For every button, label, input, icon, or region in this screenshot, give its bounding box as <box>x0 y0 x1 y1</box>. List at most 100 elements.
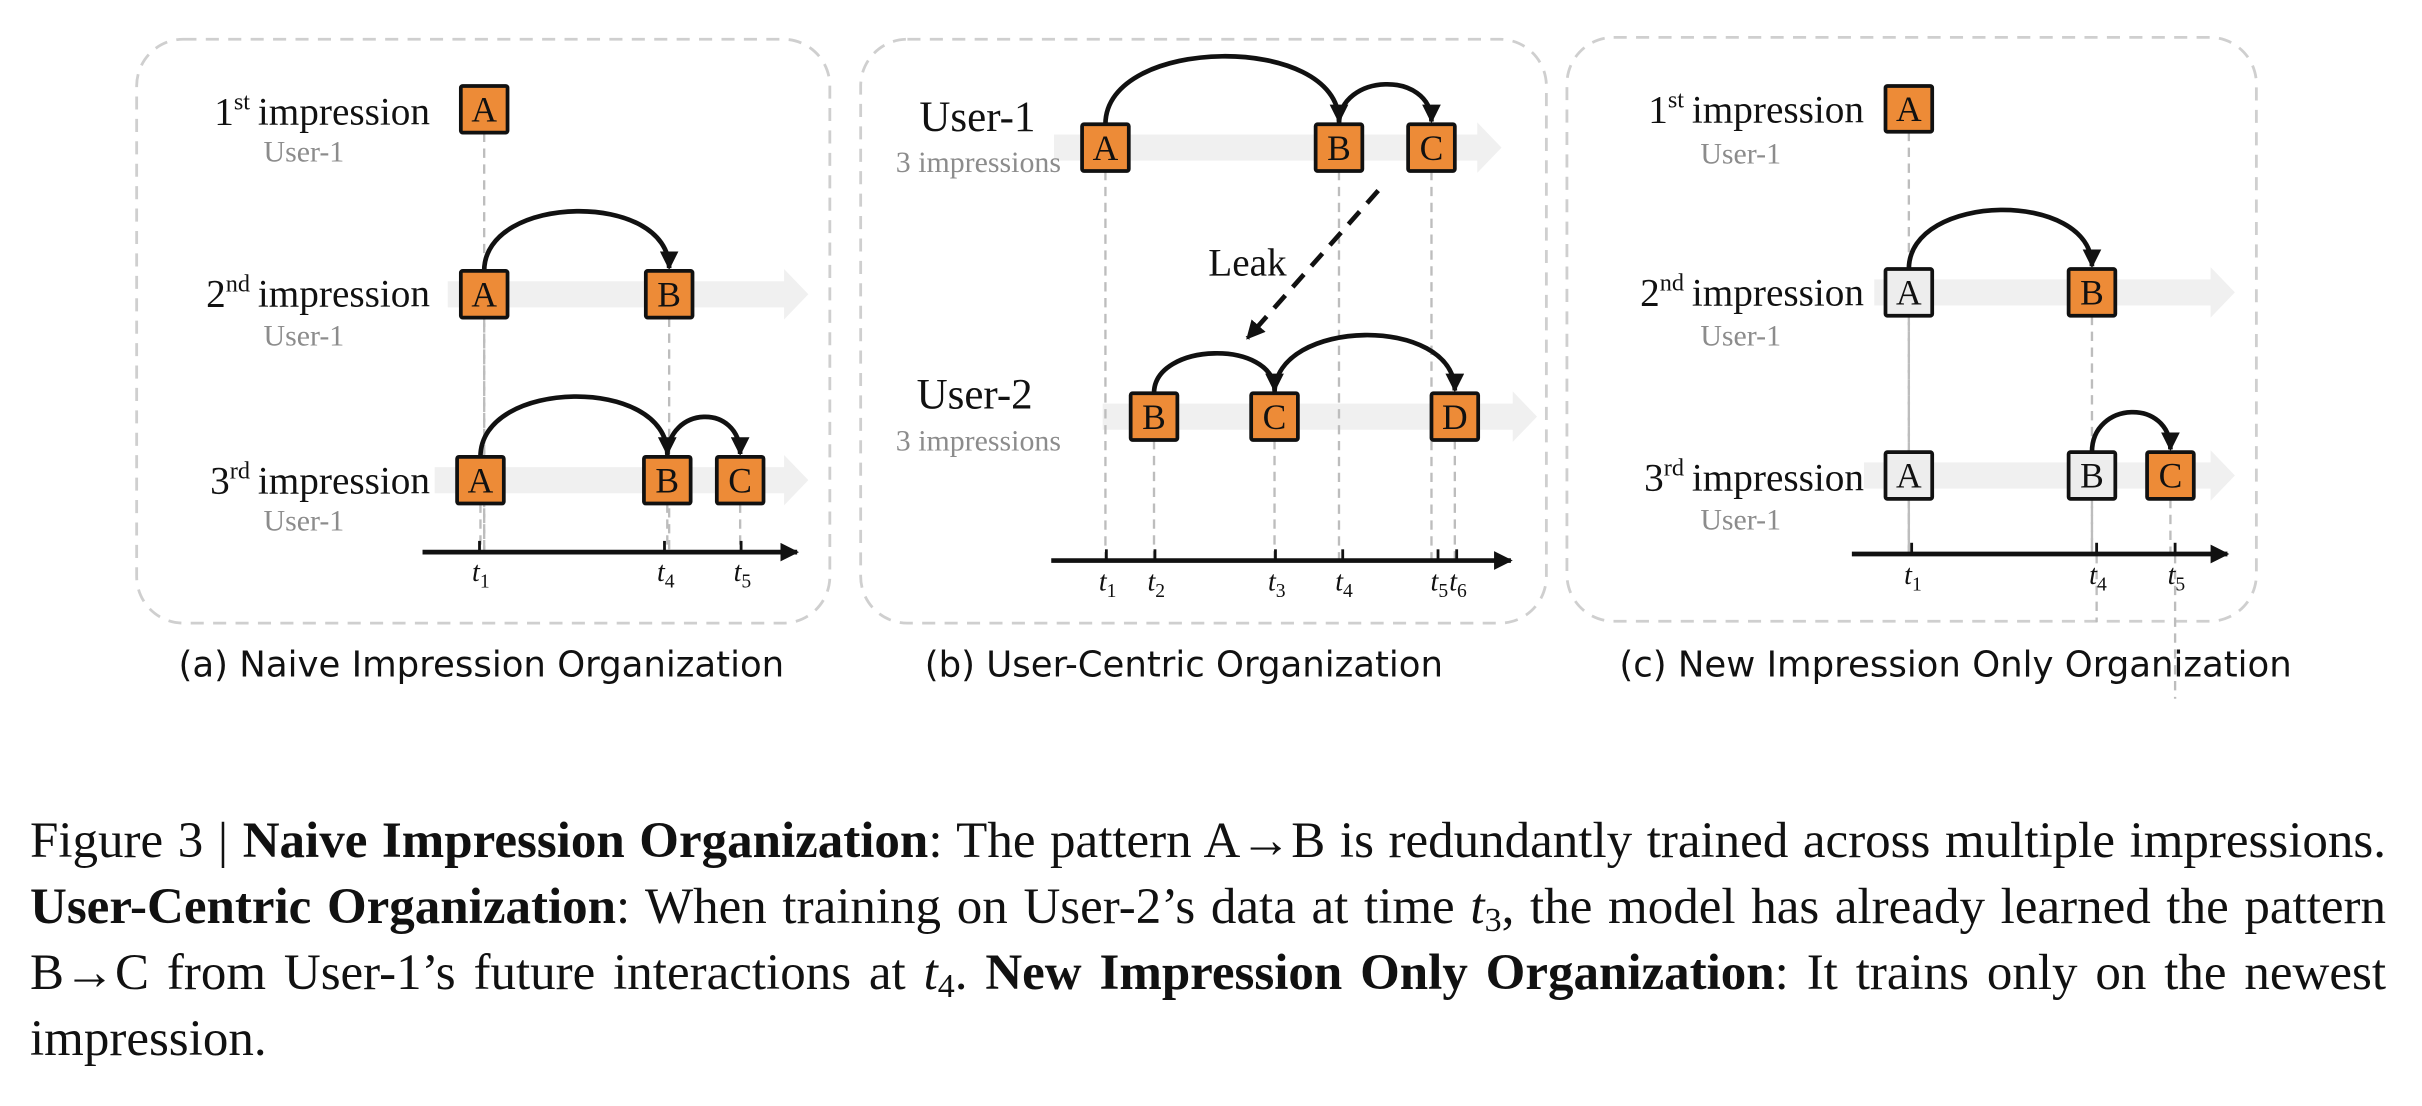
item-box-rect <box>642 454 693 506</box>
panel-a <box>135 37 832 625</box>
tick-label-t4: t4 <box>1335 566 1353 602</box>
item-label: B <box>657 274 681 314</box>
item-box-rect <box>2066 450 2118 501</box>
item-box-a: A <box>458 269 510 320</box>
transition-arc-b-c <box>1151 351 1284 394</box>
item-box-rect <box>1429 391 1481 442</box>
tick-label-t1: t1 <box>1904 560 1922 596</box>
item-label: A <box>471 274 497 314</box>
panel-caption: (a) Naive Impression Organization <box>179 644 785 685</box>
item-box-rect <box>1313 122 1365 173</box>
item-box-rect <box>643 269 695 320</box>
item-box-b: B <box>1313 122 1365 173</box>
item-label: B <box>655 460 679 500</box>
item-box-rect <box>1128 391 1180 442</box>
impression-label: 3rd impression <box>1644 455 1864 500</box>
impression-label: 2nd impression <box>1640 270 1864 315</box>
impression-label: 3rd impression <box>210 457 430 502</box>
caption-time-t4-sub: 4 <box>937 968 955 1005</box>
item-box-b: B <box>2066 450 2118 501</box>
item-box-rect <box>1883 267 1935 318</box>
item-label: D <box>1442 397 1468 437</box>
transition-arc-a-b <box>1906 207 2102 270</box>
tick-label-t5: t5 <box>2168 560 2186 596</box>
item-box-c: C <box>714 454 766 506</box>
caption-term-new-only: New Impression Only Organization <box>985 945 1775 1001</box>
caption-text: : The pattern A→B is redundantly trained… <box>928 813 2386 869</box>
item-label: B <box>1142 397 1166 437</box>
item-box-rect <box>1406 122 1457 173</box>
item-box-rect <box>1883 450 1935 501</box>
tick-label-t6: t6 <box>1449 566 1467 602</box>
item-box-a: A <box>458 84 510 135</box>
item-box-rect <box>1883 84 1935 134</box>
user-sublabel: User-1 <box>264 136 345 169</box>
tick-label-t3: t3 <box>1268 566 1286 602</box>
item-box-b: B <box>2066 267 2118 318</box>
caption-term-naive: Naive Impression Organization <box>242 813 929 869</box>
item-box-a: A <box>455 454 506 506</box>
figure-label: Figure 3 | <box>30 813 243 869</box>
item-label: A <box>1896 89 1922 129</box>
caption-time-t4: t <box>923 945 938 1001</box>
tick-label-t5: t5 <box>734 557 752 593</box>
transition-arc-a-b <box>478 394 677 457</box>
timeline-band-arrow <box>447 269 809 320</box>
item-label: C <box>1420 128 1444 168</box>
user-sublabel: User-1 <box>1700 320 1781 353</box>
user-sublabel: User-1 <box>264 320 345 353</box>
panel-frame <box>859 37 1548 625</box>
tick-label-t4: t4 <box>657 557 675 593</box>
item-box-rect <box>1249 391 1300 442</box>
user-sublabel: User-1 <box>1700 504 1781 537</box>
item-box-a: A <box>1883 267 1935 318</box>
item-box-a: A <box>1883 450 1935 501</box>
panel-c <box>1565 35 2258 623</box>
item-box-c: C <box>1249 391 1300 442</box>
transition-arc-c-d <box>1272 332 1465 394</box>
item-box-rect <box>458 84 510 135</box>
impression-count: 3 impressions <box>896 424 1061 457</box>
item-box-rect <box>1080 122 1131 173</box>
item-label: A <box>468 460 494 500</box>
item-label: C <box>728 460 752 500</box>
caption-text: : It trains only on the newest impressio… <box>30 945 2387 1067</box>
caption-text: . <box>954 945 986 1001</box>
item-box-b: B <box>1128 391 1180 442</box>
item-label: B <box>2080 456 2104 496</box>
tick-label-t1: t1 <box>1099 566 1117 602</box>
item-label: B <box>2080 273 2104 313</box>
transition-arc-a-b <box>481 208 679 271</box>
user-sublabel: User-1 <box>264 505 345 538</box>
item-box-b: B <box>643 269 695 320</box>
item-box-rect <box>714 454 766 506</box>
panel-caption: (c) New Impression Only Organization <box>1619 644 2291 685</box>
tick-label-t1: t1 <box>472 557 490 593</box>
item-box-b: B <box>642 454 693 506</box>
impression-count: 3 impressions <box>896 146 1061 179</box>
panel-caption: (b) User-Centric Organization <box>925 644 1443 685</box>
item-label: A <box>1896 456 1922 496</box>
user-sublabel: User-1 <box>1700 137 1781 170</box>
item-box-rect <box>2066 267 2118 318</box>
item-label: B <box>1327 128 1351 168</box>
user-label: User-2 <box>917 371 1033 418</box>
figure-caption: Figure 3 | Naive Impression Organization… <box>30 808 2386 1072</box>
timeline-band-arrow <box>1054 122 1502 173</box>
panel-frame <box>1565 35 2258 623</box>
impression-label: 1st impression <box>1648 86 1864 131</box>
impression-label: 1st impression <box>214 88 430 133</box>
item-box-rect <box>455 454 506 506</box>
timeline-band-arrow <box>1102 391 1538 442</box>
transition-arc-b-c <box>2089 409 2180 453</box>
transition-arc-b-c <box>1336 81 1441 125</box>
transition-arc-b-c <box>664 414 750 457</box>
item-box-rect <box>2145 450 2196 501</box>
user-label: User-1 <box>919 94 1035 141</box>
timeline-band-arrow <box>1874 267 2235 318</box>
tick-label-t4: t4 <box>2089 560 2107 596</box>
impression-label: 2nd impression <box>206 270 430 315</box>
leak-label: Leak <box>1208 242 1287 285</box>
tick-label-t2: t2 <box>1147 566 1165 602</box>
